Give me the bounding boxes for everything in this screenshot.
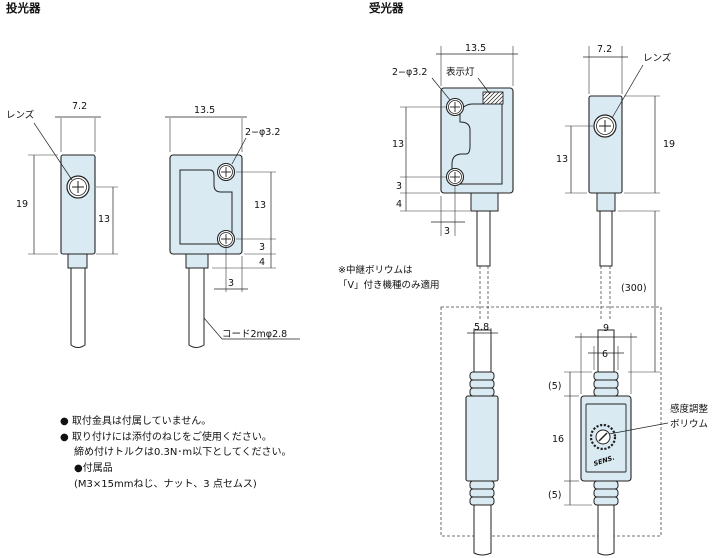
receiver-side-view: 7.2 レンズ 13 19 (300)	[556, 44, 675, 373]
emitter-side-lens-pos: 13	[98, 214, 110, 225]
volume-dim-9: 9	[603, 323, 609, 334]
receiver-hole-label: 2−φ3.2	[392, 67, 427, 78]
volume-dim-16: 16	[552, 434, 564, 445]
receiver-side-neck	[596, 192, 616, 212]
note-bullet-1: ● 取付金具は付属していません。	[60, 414, 211, 427]
receiver-side-dim-13: 13	[556, 154, 568, 165]
receiver-title: 受光器	[369, 1, 404, 15]
receiver-front-neck	[470, 192, 499, 212]
relay-volume-box	[440, 306, 662, 537]
note-line-3: 締め付けトルクは0.3N･m以下としてください。	[74, 445, 292, 458]
emitter-front-cable	[188, 267, 205, 348]
emitter-front-neck	[185, 253, 209, 269]
emitter-side-neck	[67, 253, 88, 269]
receiver-front-recess	[451, 103, 503, 185]
volume-label-2: ボリウム	[670, 419, 708, 430]
volume-dim-5b: (5)	[548, 490, 561, 501]
relay-note-line2: 「V」付き機種のみ適用	[338, 279, 440, 291]
note-accessory: ●付属品	[74, 461, 113, 474]
emitter-lens-label: レンズ	[6, 109, 35, 121]
emitter-title: 投光器	[6, 1, 41, 15]
receiver-hole-bottom-icon	[445, 167, 465, 187]
receiver-front-dim-3b: 3	[444, 226, 450, 237]
emitter-front-width: 13.5	[194, 105, 215, 116]
receiver-lens-icon	[593, 114, 617, 138]
emitter-side-body	[60, 154, 96, 255]
volume-dim-5-8: 5.8	[474, 322, 489, 333]
emitter-front-dim-4: 4	[259, 257, 265, 268]
emitter-side-height: 19	[16, 199, 28, 210]
volume-label-1: 感度調整	[670, 403, 709, 415]
receiver-front-dim-4: 4	[396, 199, 402, 210]
receiver-side-dim-19: 19	[663, 139, 675, 150]
emitter-hole-label: 2−φ3.2	[245, 127, 280, 138]
receiver-side-dim-300: (300)	[621, 283, 647, 294]
notes: ● 取付金具は付属していません。 ● 取り付けには添付のねじをご使用ください。 …	[60, 414, 292, 490]
emitter-front-recess	[179, 169, 233, 245]
volume-side-view: 5.8	[465, 322, 499, 556]
emitter-lens-icon	[66, 175, 90, 199]
volume-dim-5a: (5)	[548, 381, 561, 392]
emitter-front-dim-3: 3	[259, 242, 265, 253]
sensitivity-knob-icon[interactable]	[589, 423, 617, 451]
emitter-front-dim-13: 13	[254, 200, 266, 211]
volume-dim-6: 6	[602, 349, 608, 360]
emitter-front-view: 13.5 2−φ3.2 13 3 4 3 コード2mφ2.8	[165, 105, 300, 348]
emitter-hole-top-icon	[216, 162, 236, 182]
note-accessory-detail: (M3×15mmねじ、ナット、3 点セムス)	[74, 478, 257, 490]
receiver-side-body	[588, 95, 623, 194]
emitter-side-view: レンズ 7.2 19 13	[6, 101, 118, 348]
volume-front-view: SENS. 9 6 (5) 16 (5)	[548, 323, 637, 556]
emitter-side-cable	[70, 267, 86, 348]
receiver-front-width: 13.5	[465, 43, 486, 54]
relay-note-line1: ※中継ボリウムは	[338, 264, 413, 276]
receiver-side-cable	[599, 210, 613, 267]
indicator-label: 表示灯	[446, 66, 475, 78]
receiver-front-dim-13: 13	[392, 139, 404, 150]
emitter-side-width: 7.2	[72, 101, 87, 112]
receiver-front-view: 13.5 2−φ3.2 表示灯 13 3 4 3	[392, 43, 518, 267]
receiver-lens-label: レンズ	[643, 52, 672, 64]
emitter-front-dim-3b: 3	[228, 278, 234, 289]
receiver-side-width: 7.2	[597, 44, 612, 55]
emitter-hole-bottom-icon	[216, 229, 236, 249]
receiver-hole-top-icon	[445, 97, 465, 117]
receiver-front-cable	[476, 210, 491, 267]
receiver-front-dim-3: 3	[396, 181, 402, 192]
note-bullet-2: ● 取り付けには添付のねじをご使用ください。	[60, 430, 272, 443]
cord-label: コード2mφ2.8	[222, 329, 287, 340]
